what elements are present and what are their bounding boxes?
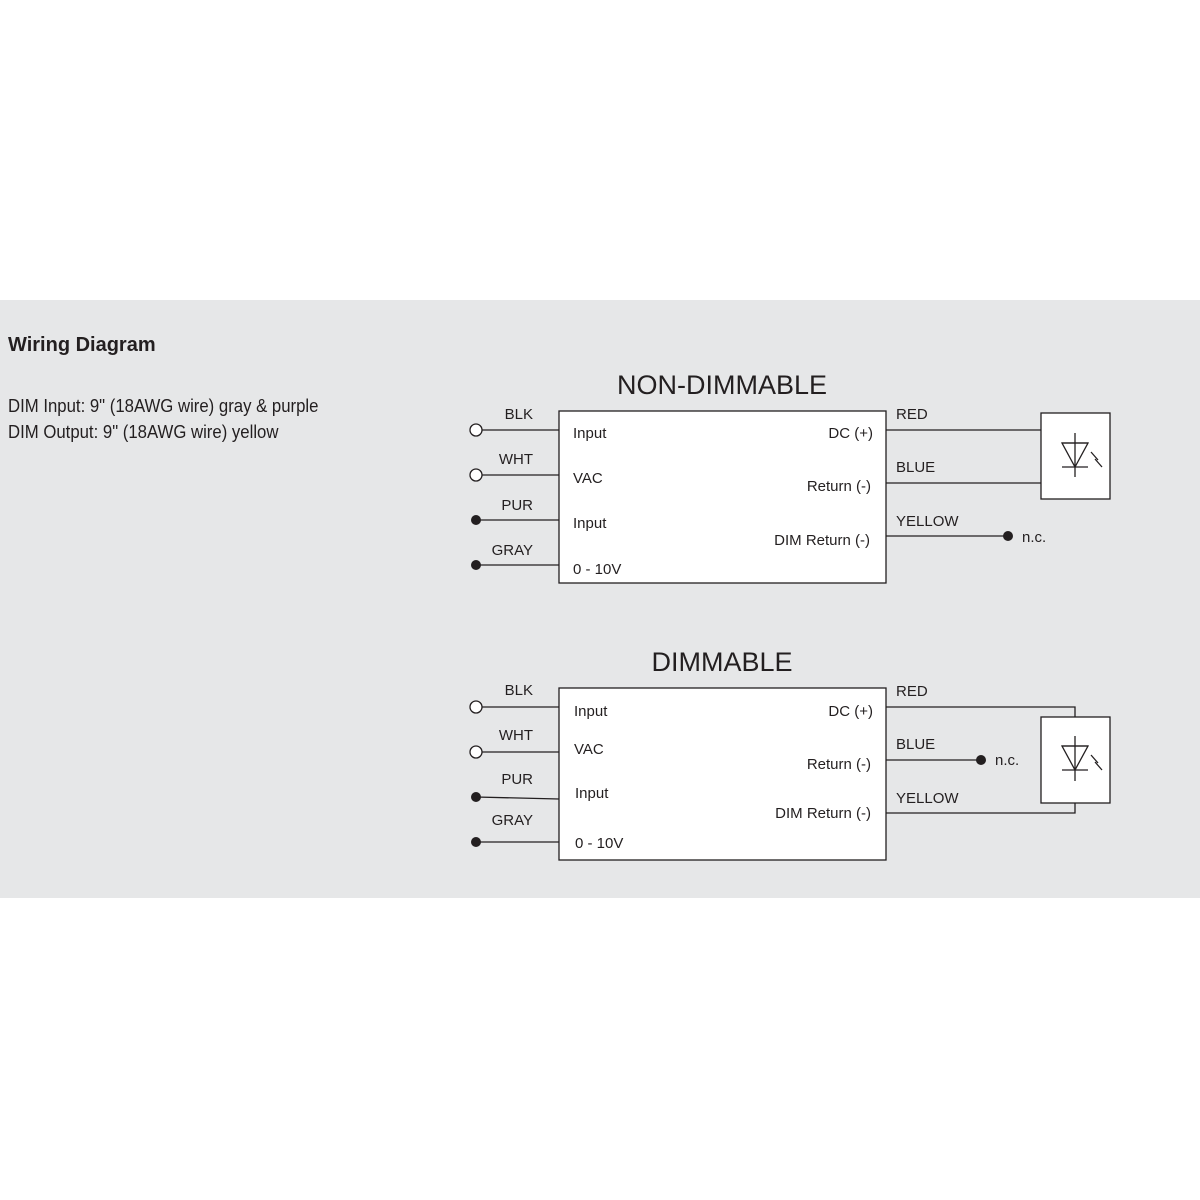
driver-box bbox=[558, 410, 887, 584]
closed-terminal-icon bbox=[471, 792, 481, 802]
wire-red bbox=[886, 706, 1076, 717]
wire-label-blue: BLUE bbox=[896, 459, 935, 476]
wire-label-blk: BLK bbox=[505, 682, 533, 699]
wire-label-wht: WHT bbox=[499, 451, 533, 468]
closed-terminal-icon bbox=[471, 837, 481, 847]
box-label-input: Input bbox=[573, 425, 607, 442]
box-label-0-10v: 0 - 10V bbox=[575, 835, 623, 852]
dim-input-spec: DIM Input: 9" (18AWG wire) gray & purple bbox=[8, 396, 319, 416]
wire-label-blk: BLK bbox=[505, 406, 533, 423]
box-label-input-dim: Input bbox=[573, 515, 607, 532]
box-label-vac: VAC bbox=[573, 470, 603, 487]
box-label-dim-return: DIM Return (-) bbox=[775, 805, 871, 822]
section-title-dimmable: DIMMABLE bbox=[651, 647, 792, 677]
dimmable-section: DIMMABLE BLK WHT PUR GRAY Input VAC Inpu… bbox=[469, 647, 1111, 861]
box-label-vac: VAC bbox=[574, 741, 604, 758]
open-terminal-icon bbox=[469, 700, 483, 714]
wire-label-pur: PUR bbox=[501, 771, 533, 788]
wire-label-gray: GRAY bbox=[492, 812, 533, 829]
wire-label-wht: WHT bbox=[499, 727, 533, 744]
box-label-dc-plus: DC (+) bbox=[828, 425, 873, 442]
box-label-return: Return (-) bbox=[807, 478, 871, 495]
wire-label-blue: BLUE bbox=[896, 736, 935, 753]
led-icon bbox=[1060, 736, 1103, 781]
box-label-0-10v: 0 - 10V bbox=[573, 561, 621, 578]
wire-pur bbox=[475, 796, 560, 800]
box-label-dim-return: DIM Return (-) bbox=[774, 532, 870, 549]
driver-box bbox=[558, 687, 887, 861]
wire-label-pur: PUR bbox=[501, 497, 533, 514]
box-label-input-dim: Input bbox=[575, 785, 609, 802]
nc-label: n.c. bbox=[995, 752, 1019, 769]
wire-label-red: RED bbox=[896, 406, 928, 423]
closed-terminal-icon bbox=[471, 515, 481, 525]
open-terminal-icon bbox=[469, 745, 483, 759]
box-label-dc-plus: DC (+) bbox=[828, 703, 873, 720]
open-terminal-icon bbox=[469, 468, 483, 482]
dim-output-spec: DIM Output: 9" (18AWG wire) yellow bbox=[8, 422, 279, 442]
closed-terminal-icon bbox=[1003, 531, 1013, 541]
wire-label-yellow: YELLOW bbox=[896, 513, 959, 530]
wire-label-gray: GRAY bbox=[492, 542, 533, 559]
page-title: Wiring Diagram bbox=[8, 334, 156, 356]
wire-yellow bbox=[886, 803, 1076, 814]
non-dimmable-section: NON-DIMMABLE BLK WHT PUR GRAY Input VAC … bbox=[469, 370, 1111, 584]
wire-label-red: RED bbox=[896, 683, 928, 700]
wire-label-yellow: YELLOW bbox=[896, 790, 959, 807]
box-label-return: Return (-) bbox=[807, 756, 871, 773]
section-title-non-dimmable: NON-DIMMABLE bbox=[617, 370, 827, 400]
led-icon bbox=[1060, 433, 1103, 477]
box-label-input: Input bbox=[574, 703, 608, 720]
closed-terminal-icon bbox=[471, 560, 481, 570]
open-terminal-icon bbox=[469, 423, 483, 437]
nc-label: n.c. bbox=[1022, 529, 1046, 546]
closed-terminal-icon bbox=[976, 755, 986, 765]
